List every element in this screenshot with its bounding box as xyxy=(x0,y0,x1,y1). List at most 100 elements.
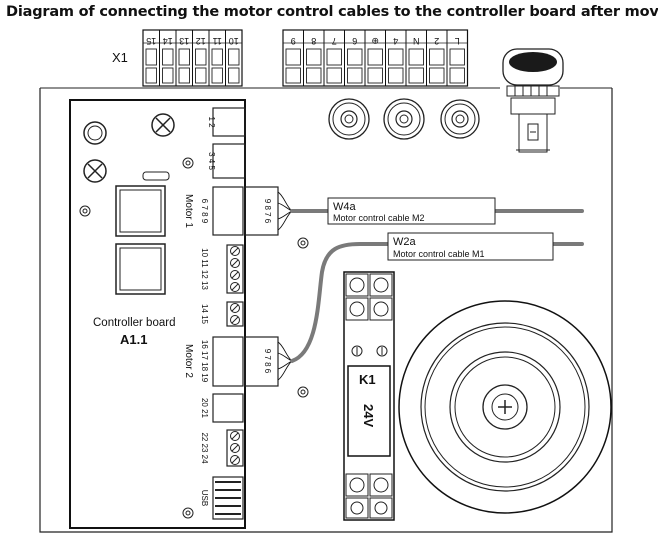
screw-icon xyxy=(230,315,240,325)
screw-icon xyxy=(230,258,240,268)
connector-10-13 xyxy=(226,244,244,294)
board-screw-cross-icon xyxy=(151,113,175,137)
terminal-strip-right: 9 8 7 6 ⊕ 4 N 2 L xyxy=(282,29,469,87)
motor1-label: Motor 1 xyxy=(183,194,194,228)
terminal-x1-7: N xyxy=(405,30,427,86)
terminal-label: 9 xyxy=(291,36,296,46)
terminal-x1-1: 15 xyxy=(142,30,160,86)
connector-20-21 xyxy=(212,393,244,423)
terminal-label: 10 xyxy=(229,36,239,46)
terminal-x1-6: 10 xyxy=(225,30,242,86)
motor2-label: Motor 2 xyxy=(183,344,194,378)
plug-m2-pins: 9 7 8 6 xyxy=(263,349,272,374)
potentiometer xyxy=(328,98,370,140)
screw-icon xyxy=(297,237,309,249)
board-relay xyxy=(115,185,166,237)
terminal-label: 15 xyxy=(146,36,156,46)
screw-icon xyxy=(230,270,240,280)
terminal-label: N xyxy=(413,36,420,46)
terminal-x1-5: 11 xyxy=(208,30,226,86)
wire-bundle-m1 xyxy=(277,191,293,231)
screw-icon xyxy=(182,157,194,169)
screw-icon xyxy=(230,455,240,465)
plug-m2 xyxy=(244,336,279,387)
screw-icon xyxy=(230,443,240,453)
pin-label-6-9: 6 7 8 9 xyxy=(200,199,209,224)
cable-w2a-desc: Motor control cable M1 xyxy=(393,249,485,259)
plug-m1 xyxy=(244,186,279,236)
pin-label-22-24: 22 23 24 xyxy=(200,432,209,464)
terminal-x1-2: 14 xyxy=(159,30,176,86)
terminal-label: 7 xyxy=(332,36,337,46)
board-label: Controller board xyxy=(93,317,175,329)
board-relay xyxy=(115,243,166,295)
potentiometer xyxy=(383,98,425,140)
transformer xyxy=(398,300,612,514)
controller-board xyxy=(69,99,246,529)
terminal-label: 13 xyxy=(179,36,189,46)
terminal-label: 6 xyxy=(352,36,357,46)
terminal-x1-3: 7 xyxy=(323,30,345,86)
potentiometer xyxy=(440,99,480,139)
wire-bundle-m2 xyxy=(277,341,293,381)
board-button xyxy=(83,121,107,145)
usb-connector xyxy=(212,476,244,520)
terminal-label: 14 xyxy=(163,36,173,46)
terminal-x1-3: 13 xyxy=(175,30,193,86)
terminal-strip-left: 15 14 13 12 11 10 xyxy=(142,29,243,87)
pin-label-3-5: 3 4 5 xyxy=(207,152,216,170)
terminal-x1-6: 4 xyxy=(385,30,406,86)
terminal-label: 4 xyxy=(393,36,398,46)
screw-terminals xyxy=(230,246,240,465)
terminal-x1-4: 6 xyxy=(344,30,365,86)
screw-icon xyxy=(297,386,309,398)
connector-22-24 xyxy=(226,429,244,467)
board-id: A1.1 xyxy=(120,332,147,347)
relay-name: K1 xyxy=(359,372,376,387)
cable-w2a xyxy=(290,242,584,363)
terminal-x1-5: ⊕ xyxy=(364,30,386,86)
usb-label: USB xyxy=(200,490,209,506)
connector-motor1 xyxy=(212,186,244,236)
fuse-holder xyxy=(502,48,564,153)
connector-3-5 xyxy=(212,143,246,179)
terminal-x1-1: 9 xyxy=(282,30,304,86)
terminal-label: 12 xyxy=(196,36,206,46)
terminal-label: 2 xyxy=(434,36,439,46)
terminal-label: L xyxy=(455,36,460,46)
pin-label-14-15: 14 15 xyxy=(200,304,209,325)
screw-icon xyxy=(79,205,91,217)
terminal-label: ⊕ xyxy=(371,36,379,46)
terminal-x1-4: 12 xyxy=(192,30,209,86)
board-screw-cross-icon xyxy=(83,159,107,183)
cable-w4a-desc: Motor control cable M2 xyxy=(333,213,425,223)
relay-voltage: 24V xyxy=(361,404,376,427)
pin-label-20-21: 20 21 xyxy=(200,398,209,419)
screw-icon xyxy=(230,303,240,313)
screw-icon xyxy=(182,507,194,519)
connector-14-15 xyxy=(226,301,244,327)
screw-icon xyxy=(230,246,240,256)
cable-w4a-name: W4a xyxy=(333,201,357,213)
screw-icon xyxy=(230,282,240,292)
cable-label-w2a xyxy=(387,232,554,261)
pin-label-10-13: 10 11 12 13 xyxy=(200,248,209,290)
terminal-label: 8 xyxy=(311,36,316,46)
screw-icon xyxy=(230,431,240,441)
connector-1-2 xyxy=(212,107,246,137)
terminal-x1-2: 8 xyxy=(303,30,324,86)
enclosure-outline xyxy=(39,88,613,533)
relay-k1 xyxy=(343,271,395,521)
terminal-label: 11 xyxy=(213,36,222,46)
board-fuse xyxy=(142,171,170,181)
diagram-title: Diagram of connecting the motor control … xyxy=(6,4,658,20)
pin-label-1-2: 1 2 xyxy=(207,116,216,128)
terminal-x1-9: L xyxy=(446,30,468,86)
connector-motor2 xyxy=(212,336,244,387)
pin-label-16-19: 16 17 18 19 xyxy=(200,340,209,383)
x1-label: X1 xyxy=(112,50,128,65)
terminal-x1-8: 2 xyxy=(426,30,447,86)
cable-w2a-name: W2a xyxy=(393,236,417,248)
cable-label-w4a xyxy=(327,197,496,225)
